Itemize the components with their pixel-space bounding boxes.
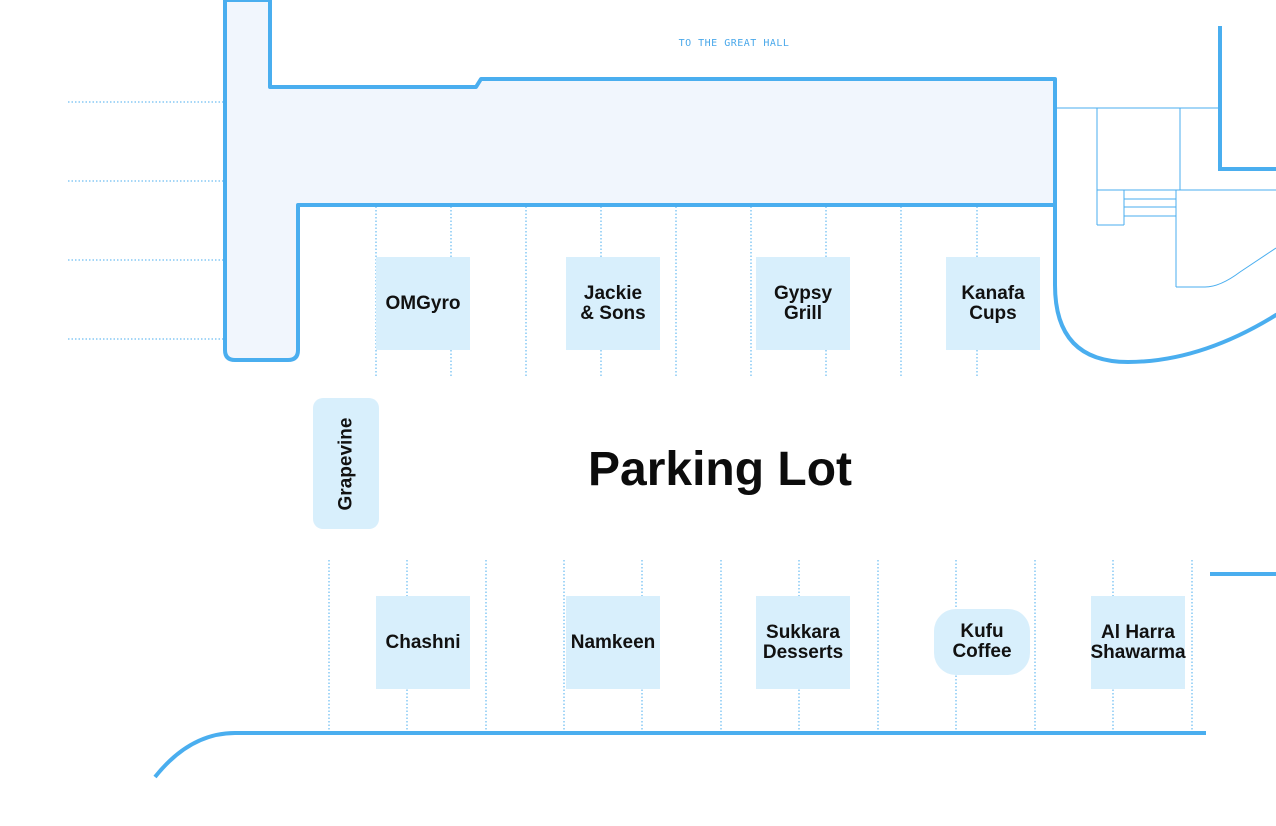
vendor-chashni[interactable]: Chashni [376, 596, 470, 689]
vendor-kanafa-cups-label-line2: Cups [969, 302, 1017, 324]
vendor-al-harra-shawarma-label-line1: Al Harra [1101, 621, 1175, 643]
vendor-omgyro-label: OMGyro [385, 292, 461, 314]
vendor-kufu-coffee-label-line1: Kufu [960, 621, 1004, 642]
vendor-grapevine-label: Grapevine [335, 417, 356, 510]
vendor-namkeen[interactable]: Namkeen [566, 596, 660, 689]
vendor-al-harra-shawarma-label-line2: Shawarma [1090, 641, 1186, 663]
vendor-kanafa-cups-label-line1: Kanafa [961, 282, 1025, 304]
great-hall-label: TO THE GREAT HALL [678, 38, 790, 49]
main-building [223, 0, 1057, 362]
vendor-jackie-sons-label-line1: Jackie [583, 282, 643, 304]
vendor-omgyro[interactable]: OMGyro [376, 257, 470, 350]
vendor-al-harra-shawarma[interactable]: Al Harra Shawarma [1090, 596, 1186, 689]
vendor-sukkara-desserts-label-line1: Sukkara [766, 621, 840, 643]
vendor-kanafa-cups[interactable]: Kanafa Cups [946, 257, 1040, 350]
left-dotted-lines [68, 101, 226, 340]
right-curved-wall [1053, 203, 1276, 365]
vendor-jackie-sons[interactable]: Jackie & Sons [566, 257, 660, 350]
parking-lot-label: Parking Lot [587, 443, 853, 496]
vendor-namkeen-label: Namkeen [570, 631, 656, 653]
vendor-sukkara-desserts[interactable]: Sukkara Desserts [756, 596, 850, 689]
vendor-kufu-coffee-label-line2: Coffee [952, 641, 1012, 662]
vendor-chashni-label: Chashni [385, 631, 461, 653]
lower-curb [153, 731, 1206, 779]
vendor-gypsy-grill[interactable]: Gypsy Grill [756, 257, 850, 350]
right-top-wall [1218, 26, 1276, 171]
vendor-gypsy-grill-label-line1: Gypsy [773, 282, 833, 304]
vendor-kufu-coffee[interactable]: Kufu Coffee [934, 609, 1030, 675]
vendor-grapevine[interactable]: Grapevine [313, 398, 379, 529]
vendor-sukkara-desserts-label-line2: Desserts [762, 641, 844, 663]
vendor-jackie-sons-label-line2: & Sons [580, 302, 646, 324]
vendor-gypsy-grill-label-line2: Grill [783, 302, 822, 324]
right-building-details [1057, 107, 1276, 288]
